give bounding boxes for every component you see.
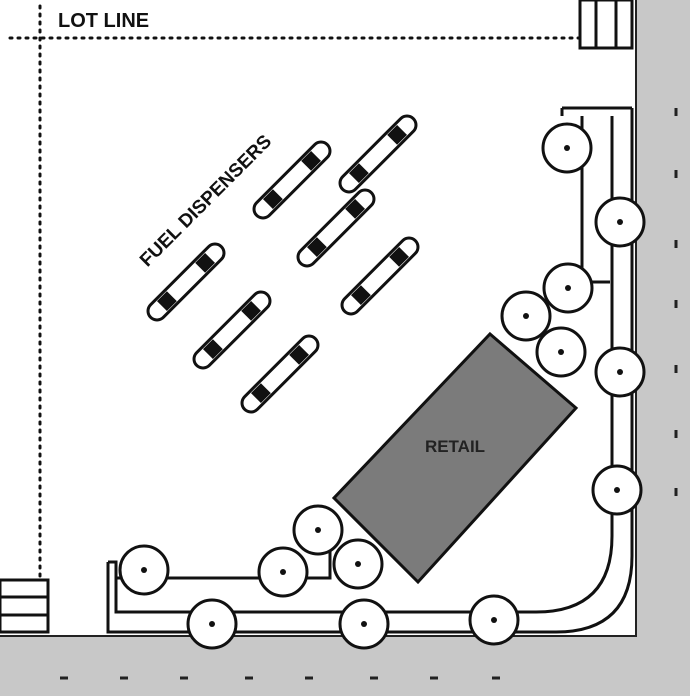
retail-footprint	[331, 331, 579, 585]
building-stub-top-right	[578, 0, 634, 50]
building-stub-bottom-left	[0, 578, 50, 634]
dispenser-icon	[296, 188, 376, 268]
tree-icon	[500, 290, 552, 342]
landscape-strip-step-bottom	[116, 548, 332, 580]
retail-label: RETAIL	[425, 437, 485, 456]
road-tick-marks	[60, 108, 678, 680]
tree-icon	[594, 346, 646, 398]
tree-icon	[594, 196, 646, 248]
dispenser-icon	[192, 290, 272, 370]
tree-icon	[257, 546, 309, 598]
dispenser-icon	[340, 236, 420, 316]
tree-icon	[535, 326, 587, 378]
landscape-strip-inner	[560, 106, 632, 116]
tree-icon	[292, 504, 344, 556]
tree-icon	[338, 598, 390, 650]
dispenser-icon	[240, 334, 320, 414]
lot-line-label: LOT LINE	[58, 10, 149, 32]
landscape-strip-outer	[106, 108, 634, 634]
tree-icon	[186, 598, 238, 650]
tree-icon	[118, 544, 170, 596]
retail-building: RETAIL	[331, 331, 579, 585]
tree-icon	[332, 538, 384, 590]
landscape-strip-inner-rail	[108, 116, 614, 614]
tree-icon	[591, 464, 643, 516]
tree-icon	[468, 594, 520, 646]
dispenser-icon	[338, 114, 418, 194]
tree-icon	[542, 262, 594, 314]
tree-icon	[541, 122, 593, 174]
dispenser-icon	[252, 140, 332, 220]
fuel-dispensers	[146, 114, 420, 414]
trees	[118, 122, 646, 650]
